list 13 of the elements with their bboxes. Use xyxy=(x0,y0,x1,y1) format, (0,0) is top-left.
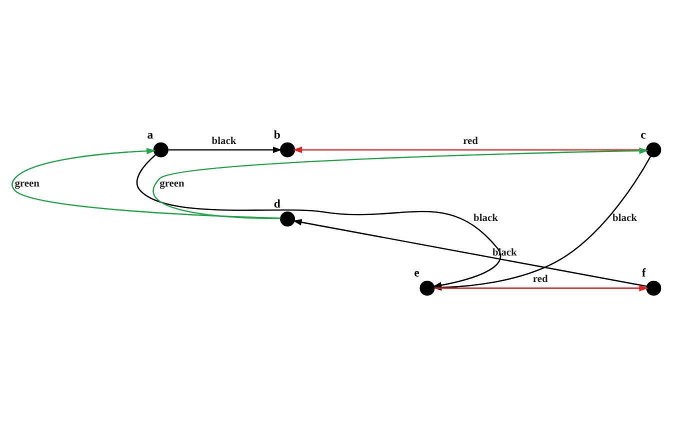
edge-label: black xyxy=(612,212,637,224)
edge-label: green xyxy=(14,178,40,190)
edge-label: red xyxy=(463,136,478,147)
edge-label: black xyxy=(474,212,498,224)
edge-label: black xyxy=(212,136,236,147)
node-label: f xyxy=(642,266,646,280)
node-label: e xyxy=(414,266,420,280)
node-label: c xyxy=(640,128,646,142)
edge-label: green xyxy=(160,178,184,190)
node-label: b xyxy=(274,128,280,142)
node-label: d xyxy=(274,198,280,211)
edge-label: red xyxy=(532,274,548,286)
node-label: a xyxy=(147,128,154,142)
